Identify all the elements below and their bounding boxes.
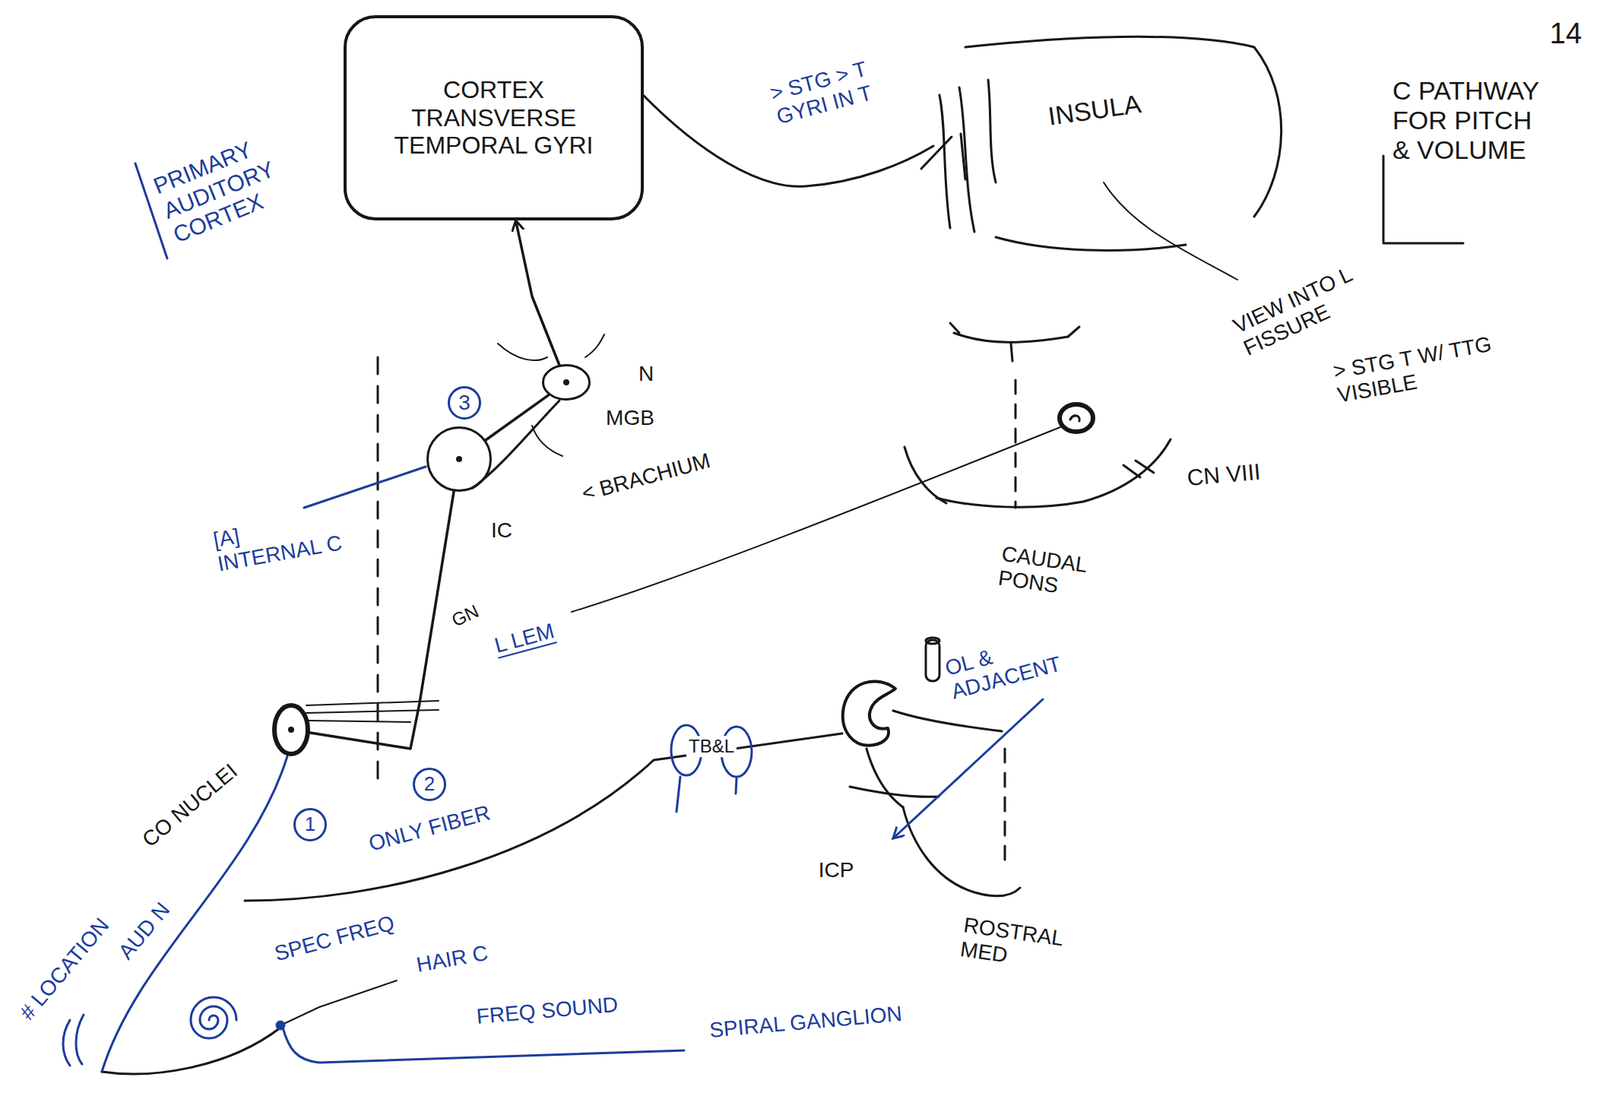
nucleus-ellipse: CO NUCLEI [272, 703, 311, 757]
medulla-outline [849, 786, 939, 797]
annotation-label: ICP [818, 858, 855, 883]
pons-outline [953, 332, 1068, 343]
insula-outline [959, 87, 975, 232]
title-bracket [1383, 155, 1464, 244]
insula-outline [995, 237, 1186, 251]
annotation-label: HAIR C [414, 940, 490, 978]
node-label: MGB [605, 405, 655, 431]
pathway-connector [516, 220, 560, 365]
callout-number: 1 [293, 807, 327, 842]
node-outline [274, 705, 308, 755]
nerve-line [101, 756, 288, 1072]
insula-outline [988, 79, 996, 183]
node-outline [427, 427, 492, 492]
node-label: CORTEX TRANSVERSE TEMPORAL GYRI [367, 76, 620, 160]
callout-number: 2 [412, 767, 447, 802]
annotation-label: < BRACHIUM [579, 448, 713, 507]
annotation-label: PRIMARY AUDITORY CORTEX [149, 123, 307, 248]
node-outline [543, 365, 590, 400]
decussating-fiber [307, 720, 411, 723]
annotation-label: ROSTRAL MED [958, 912, 1094, 980]
insula-outline [965, 36, 1282, 217]
node-outline [426, 426, 492, 492]
pointer-stem [735, 778, 737, 794]
cell-dot [456, 456, 463, 463]
annotation-label: SPIRAL GANGLION [708, 1001, 903, 1043]
hair-cell-dot [276, 1021, 285, 1030]
pin-symbol [925, 637, 940, 644]
annotation-label: # LOCATION [15, 913, 115, 1026]
annotation-label: CAUDAL PONS [996, 541, 1116, 607]
annotation-label: INSULA [1045, 88, 1143, 132]
medulla-outline [866, 748, 903, 808]
annotation-label: AUD N [114, 897, 176, 964]
pin-symbol [925, 640, 940, 682]
node-outline [541, 364, 591, 401]
cranial-nerve-nucleus [1070, 415, 1080, 422]
node-label: IC [491, 518, 513, 543]
fiber-line [571, 427, 1061, 612]
annotation-label: N [638, 361, 654, 387]
cochlea-spiral [190, 997, 237, 1039]
annotation-label: FREQ SOUND [475, 992, 620, 1030]
annotation-label: GN [448, 600, 482, 631]
pointer-arrow [893, 699, 1043, 839]
cell-dot [288, 726, 295, 733]
midline [1014, 380, 1018, 508]
leader-line [280, 980, 397, 1026]
midline [1004, 748, 1007, 867]
pathway-connector [485, 395, 549, 441]
insula-outline [939, 95, 951, 229]
leader-line [282, 1027, 685, 1063]
leader-line [1103, 182, 1238, 280]
cut-mark [1123, 465, 1141, 478]
leader-line [532, 425, 563, 457]
annotation-label: [A] INTERNAL C [211, 505, 352, 577]
annotation-label: TB&L [686, 735, 737, 758]
sound-wave [76, 1014, 84, 1065]
pons-outline [936, 439, 1171, 507]
medulla-outline [902, 807, 1021, 897]
annotation-label: > STG > T GYRI IN T [767, 44, 920, 130]
pathway-connector [310, 491, 454, 749]
pons-outline [1067, 326, 1080, 337]
cranial-nerve-nucleus [1059, 404, 1094, 432]
midline [377, 357, 380, 791]
annotation-label: ONLY FIBER [366, 800, 494, 857]
pointer-stem [676, 776, 681, 812]
fiber-line [244, 733, 843, 901]
node-outline [272, 703, 311, 757]
pons-outline [950, 323, 960, 333]
annotation-label: L LEM [491, 618, 557, 659]
nucleus-circle: IC [426, 426, 492, 492]
pons-outline [1010, 343, 1013, 362]
annotation-label: SPEC FREQ [272, 911, 398, 967]
sound-wave [63, 1020, 70, 1066]
node-label: CO NUCLEI [137, 759, 242, 853]
annotation-label: CN VIII [1185, 459, 1261, 492]
cut-mark [921, 136, 952, 169]
annotation-label: VIEW INTO L FISSURE [1229, 239, 1417, 362]
cortex-box: CORTEX TRANSVERSE TEMPORAL GYRI [343, 15, 644, 221]
diagram-title: C PATHWAY FOR PITCH & VOLUME [1392, 76, 1553, 165]
callout-number: 3 [447, 386, 482, 420]
annotation-label: > STG T W/ TTG VISIBLE [1331, 321, 1558, 409]
pons-outline [904, 446, 947, 504]
cut-mark [1135, 460, 1154, 473]
ear-outline [101, 1027, 281, 1075]
thalamus-outline [585, 334, 605, 358]
thalamus-outline [497, 343, 548, 361]
cell-dot [563, 379, 570, 386]
page-number: 14 [1549, 17, 1582, 51]
olive-shape [842, 681, 896, 745]
nucleus-ellipse: MGB [541, 364, 591, 401]
leader-line [304, 466, 426, 508]
medulla-outline [893, 710, 1002, 732]
annotation-label: OL & ADJACENT [942, 617, 1103, 705]
